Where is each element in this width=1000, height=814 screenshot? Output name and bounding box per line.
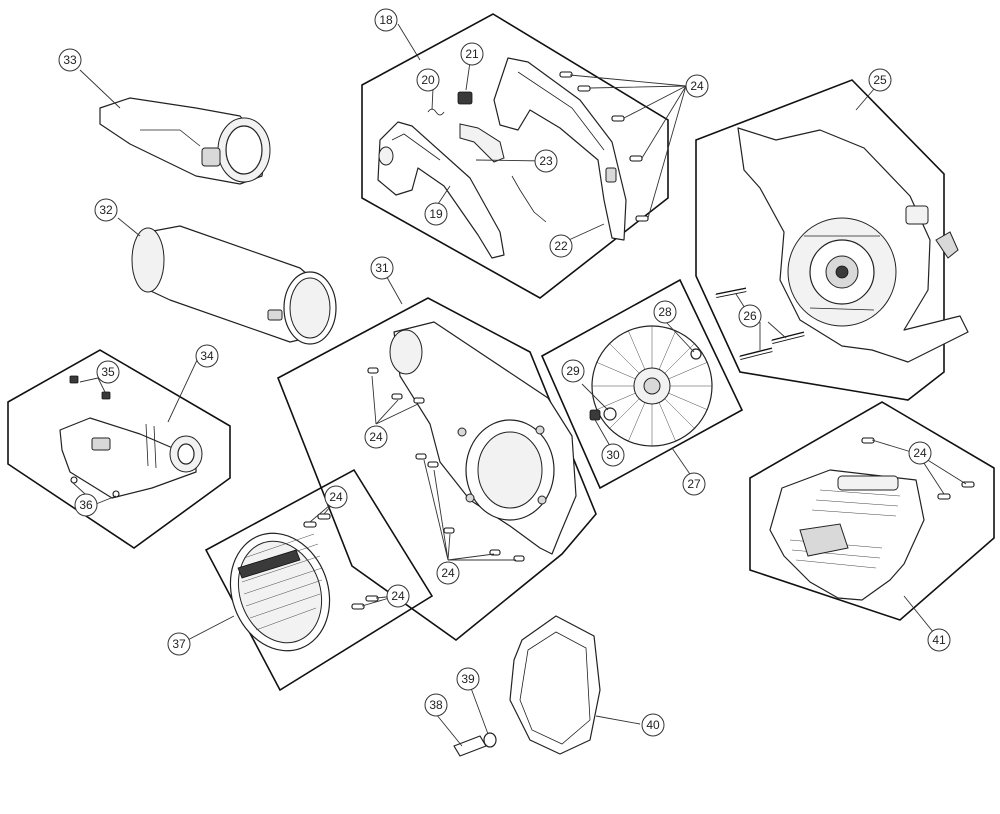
svg-text:33: 33 <box>63 53 77 67</box>
svg-text:24: 24 <box>329 490 343 504</box>
svg-text:37: 37 <box>172 637 186 651</box>
svg-text:30: 30 <box>606 448 620 462</box>
svg-text:21: 21 <box>465 47 479 61</box>
callout-24-housing-b: 24 <box>436 561 460 585</box>
callout-20: 20 <box>416 68 440 92</box>
callout-28: 28 <box>653 300 677 324</box>
callout-25: 25 <box>868 68 892 92</box>
callout-24-housing-a: 24 <box>364 425 388 449</box>
callout-37: 37 <box>167 632 191 656</box>
svg-text:18: 18 <box>379 13 393 27</box>
front-cover-group <box>179 468 434 692</box>
svg-text:39: 39 <box>461 672 475 686</box>
svg-text:24: 24 <box>369 430 383 444</box>
svg-text:27: 27 <box>687 477 701 491</box>
svg-text:24: 24 <box>391 589 405 603</box>
svg-text:31: 31 <box>375 261 389 275</box>
callout-26: 26 <box>738 304 762 328</box>
callout-24-rear: 24 <box>908 441 932 465</box>
svg-text:40: 40 <box>646 718 660 732</box>
callout-30: 30 <box>601 443 625 467</box>
switch-box-group <box>7 349 231 549</box>
svg-text:26: 26 <box>743 309 757 323</box>
callout-39: 39 <box>456 667 480 691</box>
svg-text:34: 34 <box>200 349 214 363</box>
bottom-parts <box>435 615 641 757</box>
nozzle-part <box>79 69 271 185</box>
grille-cover <box>229 532 331 652</box>
fan-blades <box>591 325 713 447</box>
callout-36: 36 <box>74 493 98 517</box>
svg-text:38: 38 <box>429 698 443 712</box>
callout-40: 40 <box>641 713 665 737</box>
callout-31: 31 <box>370 256 394 280</box>
svg-text:25: 25 <box>873 73 887 87</box>
callout-24-cover-a: 24 <box>324 485 348 509</box>
svg-text:23: 23 <box>539 154 553 168</box>
svg-text:32: 32 <box>99 203 113 217</box>
callout-33: 33 <box>58 48 82 72</box>
tube-part <box>117 217 337 345</box>
svg-text:41: 41 <box>932 633 946 647</box>
svg-text:20: 20 <box>421 73 435 87</box>
svg-text:24: 24 <box>690 79 704 93</box>
housing-group <box>695 79 969 401</box>
callout-21: 21 <box>460 42 484 66</box>
svg-text:24: 24 <box>441 566 455 580</box>
callout-24-handle: 24 <box>685 74 709 98</box>
handle-assembly-group <box>361 13 687 299</box>
svg-text:36: 36 <box>79 498 93 512</box>
callout-38: 38 <box>424 693 448 717</box>
callout-19: 19 <box>424 202 448 226</box>
callout-27: 27 <box>682 472 706 496</box>
callout-24-cover-b: 24 <box>386 584 410 608</box>
svg-text:22: 22 <box>554 239 568 253</box>
svg-text:29: 29 <box>566 364 580 378</box>
engine-cover-group <box>749 401 995 639</box>
svg-text:24: 24 <box>913 446 927 460</box>
svg-text:35: 35 <box>101 365 115 379</box>
callout-34: 34 <box>195 344 219 368</box>
callout-22: 22 <box>549 234 573 258</box>
callout-41: 41 <box>927 628 951 652</box>
callout-32: 32 <box>94 198 118 222</box>
svg-text:28: 28 <box>658 305 672 319</box>
callout-29: 29 <box>561 359 585 383</box>
callout-18: 18 <box>374 8 398 32</box>
scroll-housing-group <box>276 271 597 642</box>
callout-23: 23 <box>534 149 558 173</box>
fan-group <box>540 278 744 490</box>
svg-text:19: 19 <box>429 207 443 221</box>
callout-35: 35 <box>96 360 120 384</box>
